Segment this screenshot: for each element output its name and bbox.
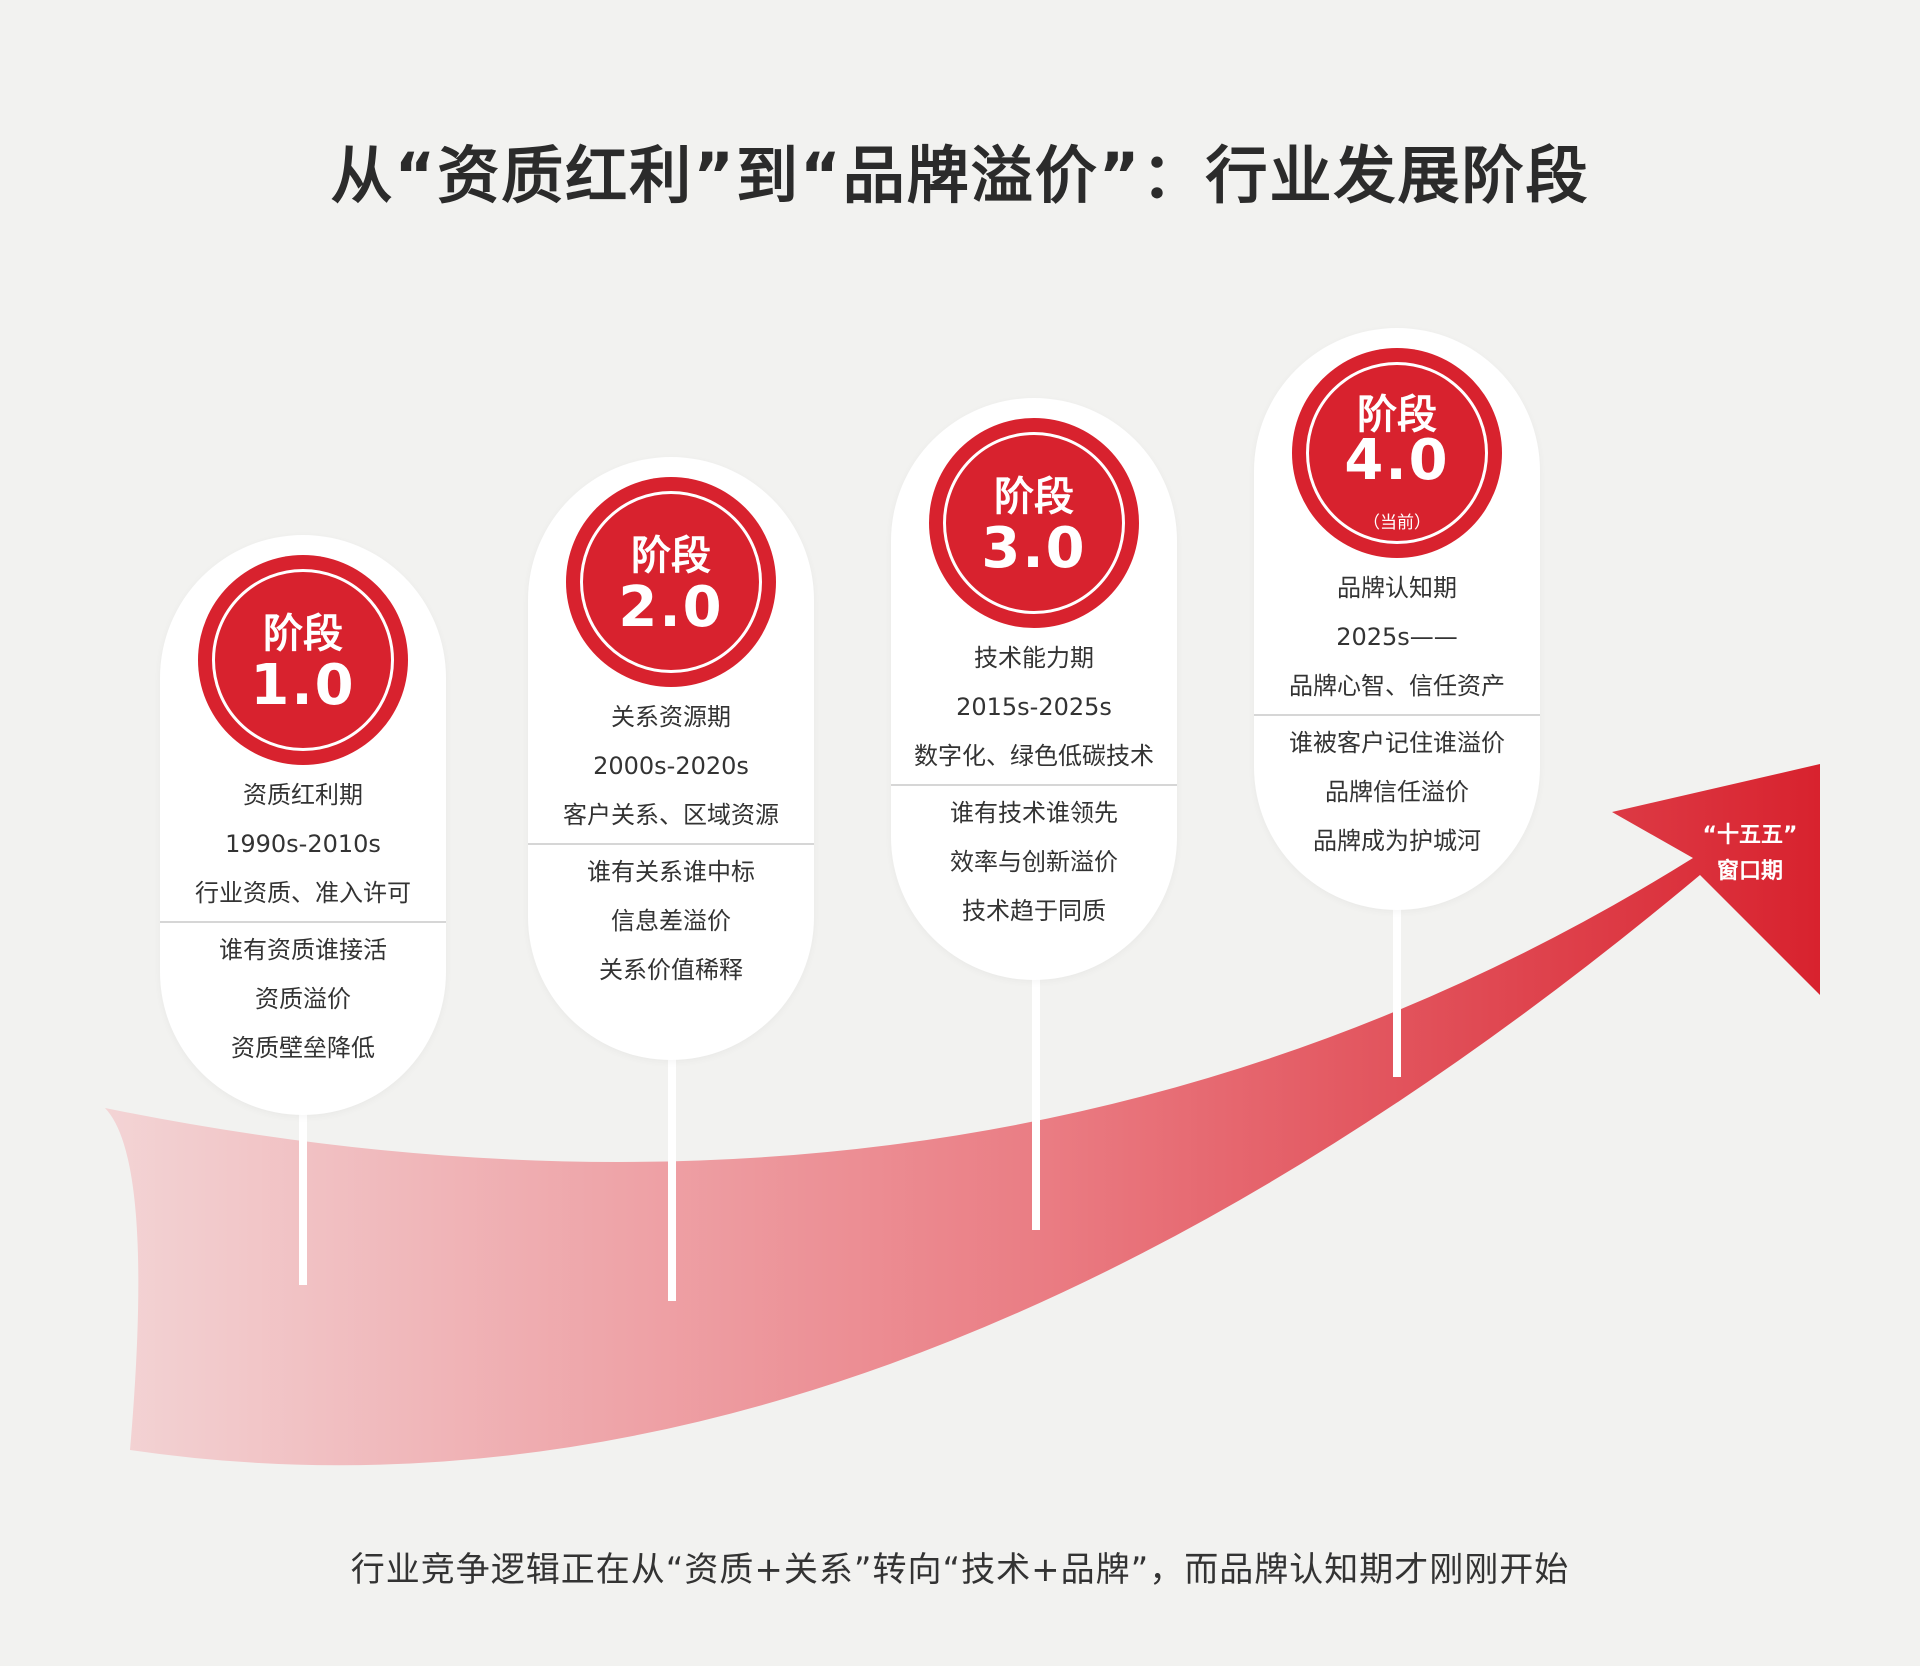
stage-1-trait: 资质壁垒降低 [231, 1034, 375, 1062]
stage-2-label: 阶段 [631, 533, 711, 579]
stage-2-resources: 客户关系、区域资源 [563, 801, 779, 829]
badge-ring [1306, 362, 1488, 544]
divider [160, 921, 446, 923]
arrow-label-line-1: “十五五” [1702, 823, 1798, 848]
stage-4-current-note: （当前） [1363, 513, 1431, 533]
stage-4-resources: 品牌心智、信任资产 [1289, 672, 1505, 700]
stage-1-trait: 谁有资质谁接活 [219, 936, 387, 964]
stage-2-years: 2000s-2020s [593, 752, 749, 780]
stage-4-trait: 品牌信任溢价 [1325, 778, 1469, 806]
stage-1-label: 阶段 [263, 611, 343, 657]
badge-ring [580, 491, 762, 673]
stage-1-resources: 行业资质、准入许可 [195, 879, 411, 907]
stage-3-number: 3.0 [981, 516, 1087, 581]
stage-4-stem [1393, 905, 1401, 1077]
stage-2-trait: 关系价值稀释 [599, 956, 743, 984]
stage-3-trait: 谁有技术谁领先 [950, 799, 1118, 827]
divider [891, 784, 1177, 786]
arrow-label-line-2: 窗口期 [1716, 859, 1783, 884]
stage-2-period: 关系资源期 [611, 703, 731, 731]
badge-ring [212, 569, 394, 751]
page-title: 从“资质红利”到“品牌溢价”：行业发展阶段 [330, 139, 1590, 212]
stage-4-label: 阶段 [1357, 392, 1437, 438]
arrow-label: “十五五” 窗口期 [1660, 818, 1840, 890]
stage-3-years: 2015s-2025s [956, 693, 1112, 721]
stage-3-period: 技术能力期 [974, 644, 1094, 672]
stage-1-years: 1990s-2010s [225, 830, 381, 858]
stage-4-years: 2025s—— [1336, 623, 1458, 651]
stage-3-stem [1032, 975, 1040, 1230]
stage-3-trait: 效率与创新溢价 [950, 848, 1118, 876]
divider [528, 843, 814, 845]
stage-4-trait: 谁被客户记住谁溢价 [1289, 729, 1505, 757]
stage-1-trait: 资质溢价 [255, 985, 351, 1013]
badge-ring [943, 432, 1125, 614]
stage-1-card: 阶段 1.0 资质红利期 1990s-2010s 行业资质、准入许可 谁有资质谁… [160, 535, 446, 1115]
stage-1-badge: 阶段 1.0 [198, 555, 408, 765]
growth-arrow [105, 764, 1820, 1466]
stage-2-number: 2.0 [618, 575, 724, 640]
stage-1-stem [299, 1105, 307, 1285]
stage-2-stem [668, 1055, 676, 1301]
stage-3-label: 阶段 [994, 474, 1074, 520]
footer-caption: 行业竞争逻辑正在从“资质+关系”转向“技术+品牌”，而品牌认知期才刚刚开始 [350, 1550, 1570, 1590]
stage-3-trait: 技术趋于同质 [962, 897, 1106, 925]
stage-2-badge: 阶段 2.0 [566, 477, 776, 687]
stage-4-card: 阶段 4.0 （当前） 品牌认知期 2025s—— 品牌心智、信任资产 谁被客户… [1254, 328, 1540, 910]
stage-4-period: 品牌认知期 [1337, 574, 1457, 602]
divider [1254, 714, 1540, 716]
stage-4-trait: 品牌成为护城河 [1313, 827, 1481, 855]
stage-3-badge: 阶段 3.0 [929, 418, 1139, 628]
stage-2-trait: 信息差溢价 [611, 907, 731, 935]
stage-1-number: 1.0 [250, 653, 356, 718]
stage-3-resources: 数字化、绿色低碳技术 [914, 742, 1154, 770]
stage-2-trait: 谁有关系谁中标 [587, 858, 755, 886]
stage-4-badge: 阶段 4.0 （当前） [1292, 348, 1502, 558]
stage-3-card: 阶段 3.0 技术能力期 2015s-2025s 数字化、绿色低碳技术 谁有技术… [891, 398, 1177, 980]
stage-4-number: 4.0 [1344, 428, 1450, 493]
stage-2-card: 阶段 2.0 关系资源期 2000s-2020s 客户关系、区域资源 谁有关系谁… [528, 457, 814, 1060]
stage-1-period: 资质红利期 [243, 781, 363, 809]
